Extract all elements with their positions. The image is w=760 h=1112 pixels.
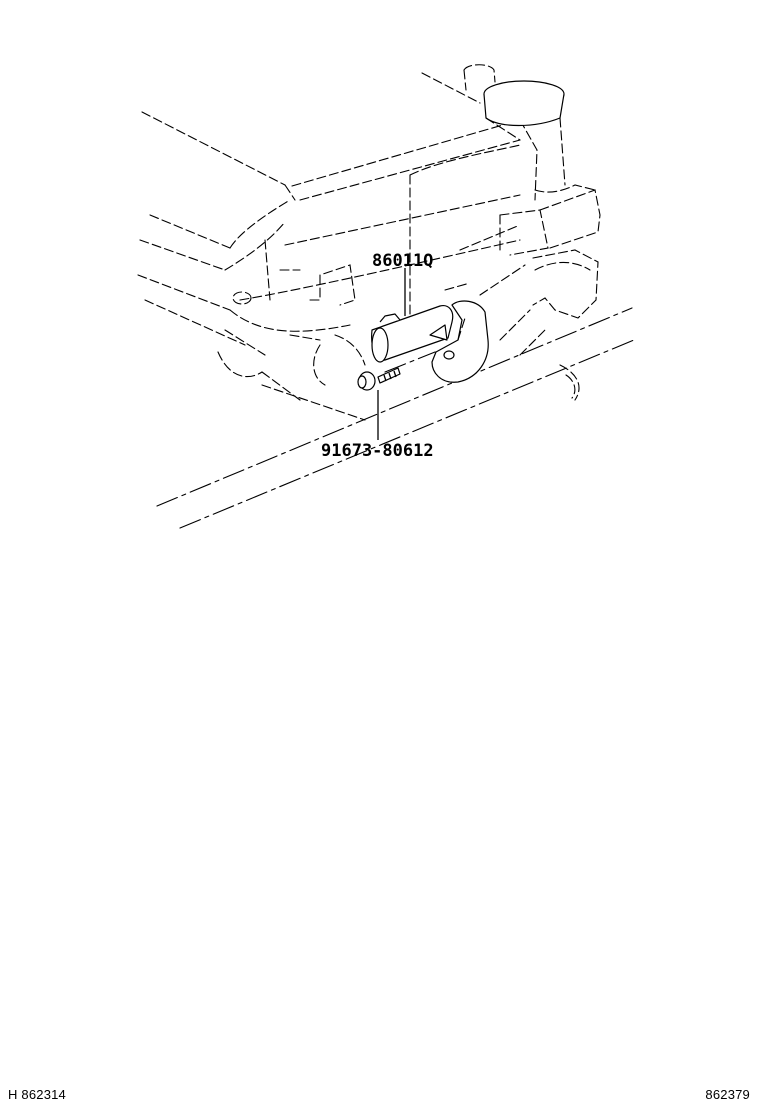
bracket-part xyxy=(431,300,489,383)
illustration-code-right: 862379 xyxy=(705,1087,750,1102)
duct-component xyxy=(463,64,596,193)
bolt-part xyxy=(357,367,401,391)
callout-91673-80612[interactable]: 91673-80612 xyxy=(321,441,434,461)
sensor-part xyxy=(371,305,454,363)
illustration-code-left: H 862314 xyxy=(8,1087,66,1102)
vehicle-outline xyxy=(137,72,635,529)
callout-86011Q[interactable]: 86011Q xyxy=(372,251,433,271)
